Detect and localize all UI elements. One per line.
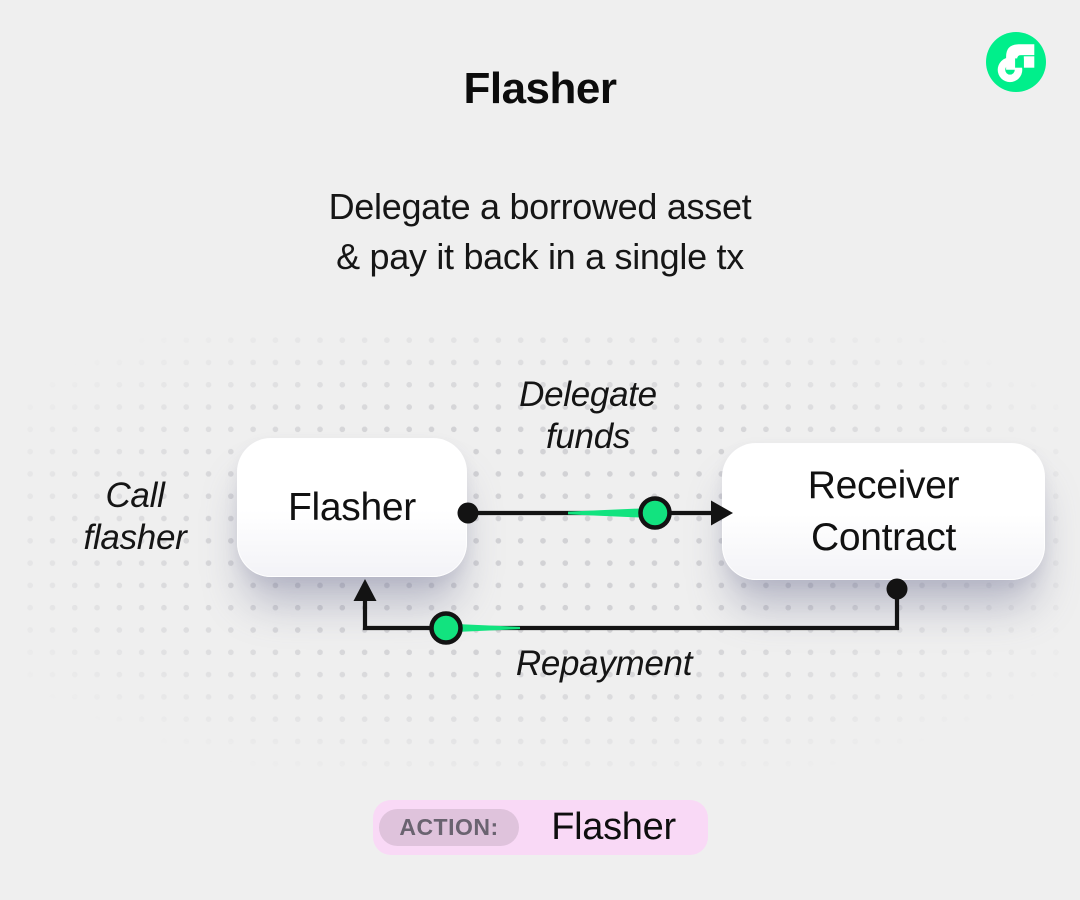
page-title: Flasher bbox=[463, 64, 617, 113]
flasher-node-label: Flasher bbox=[288, 485, 416, 529]
action-label: ACTION: bbox=[399, 814, 499, 840]
flasher-node: Flasher bbox=[237, 438, 467, 577]
delegate-funds-label: Delegate funds bbox=[519, 375, 657, 456]
action-label-pill: ACTION: bbox=[379, 809, 519, 846]
action-value: Flasher bbox=[551, 806, 676, 848]
receiver-contract-node: Receiver Contract bbox=[722, 443, 1045, 580]
repayment-label: Repayment bbox=[515, 644, 693, 683]
flow-logo-icon bbox=[986, 32, 1046, 92]
page-subtitle: Delegate a borrowed asset & pay it back … bbox=[328, 186, 752, 277]
call-flasher-label: Call flasher bbox=[83, 476, 187, 557]
action-badge: ACTION: Flasher bbox=[373, 800, 708, 855]
receiver-node-label: Receiver Contract bbox=[807, 463, 960, 559]
